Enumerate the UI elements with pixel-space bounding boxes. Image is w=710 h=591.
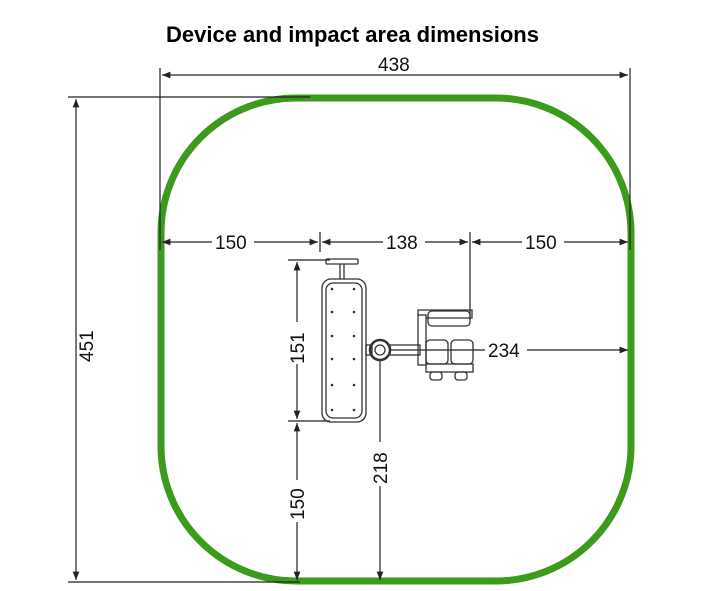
label-hub-to-bottom: 218 xyxy=(371,452,392,484)
label-right-clearance: 150 xyxy=(525,233,557,254)
label-device-width: 138 xyxy=(386,233,418,254)
equipment-device xyxy=(321,258,474,423)
label-bottom-clearance: 150 xyxy=(288,488,309,520)
label-overall-width: 438 xyxy=(378,55,410,76)
label-overall-height: 451 xyxy=(77,330,98,362)
diagram-title: Device and impact area dimensions xyxy=(166,22,539,47)
label-left-clearance: 150 xyxy=(215,233,247,254)
label-hub-to-right: 234 xyxy=(488,341,520,362)
hub xyxy=(368,338,392,362)
bench xyxy=(321,278,367,423)
impact-area-outline xyxy=(157,94,635,585)
extension-lines xyxy=(68,68,631,583)
label-bench-length: 151 xyxy=(288,332,309,364)
